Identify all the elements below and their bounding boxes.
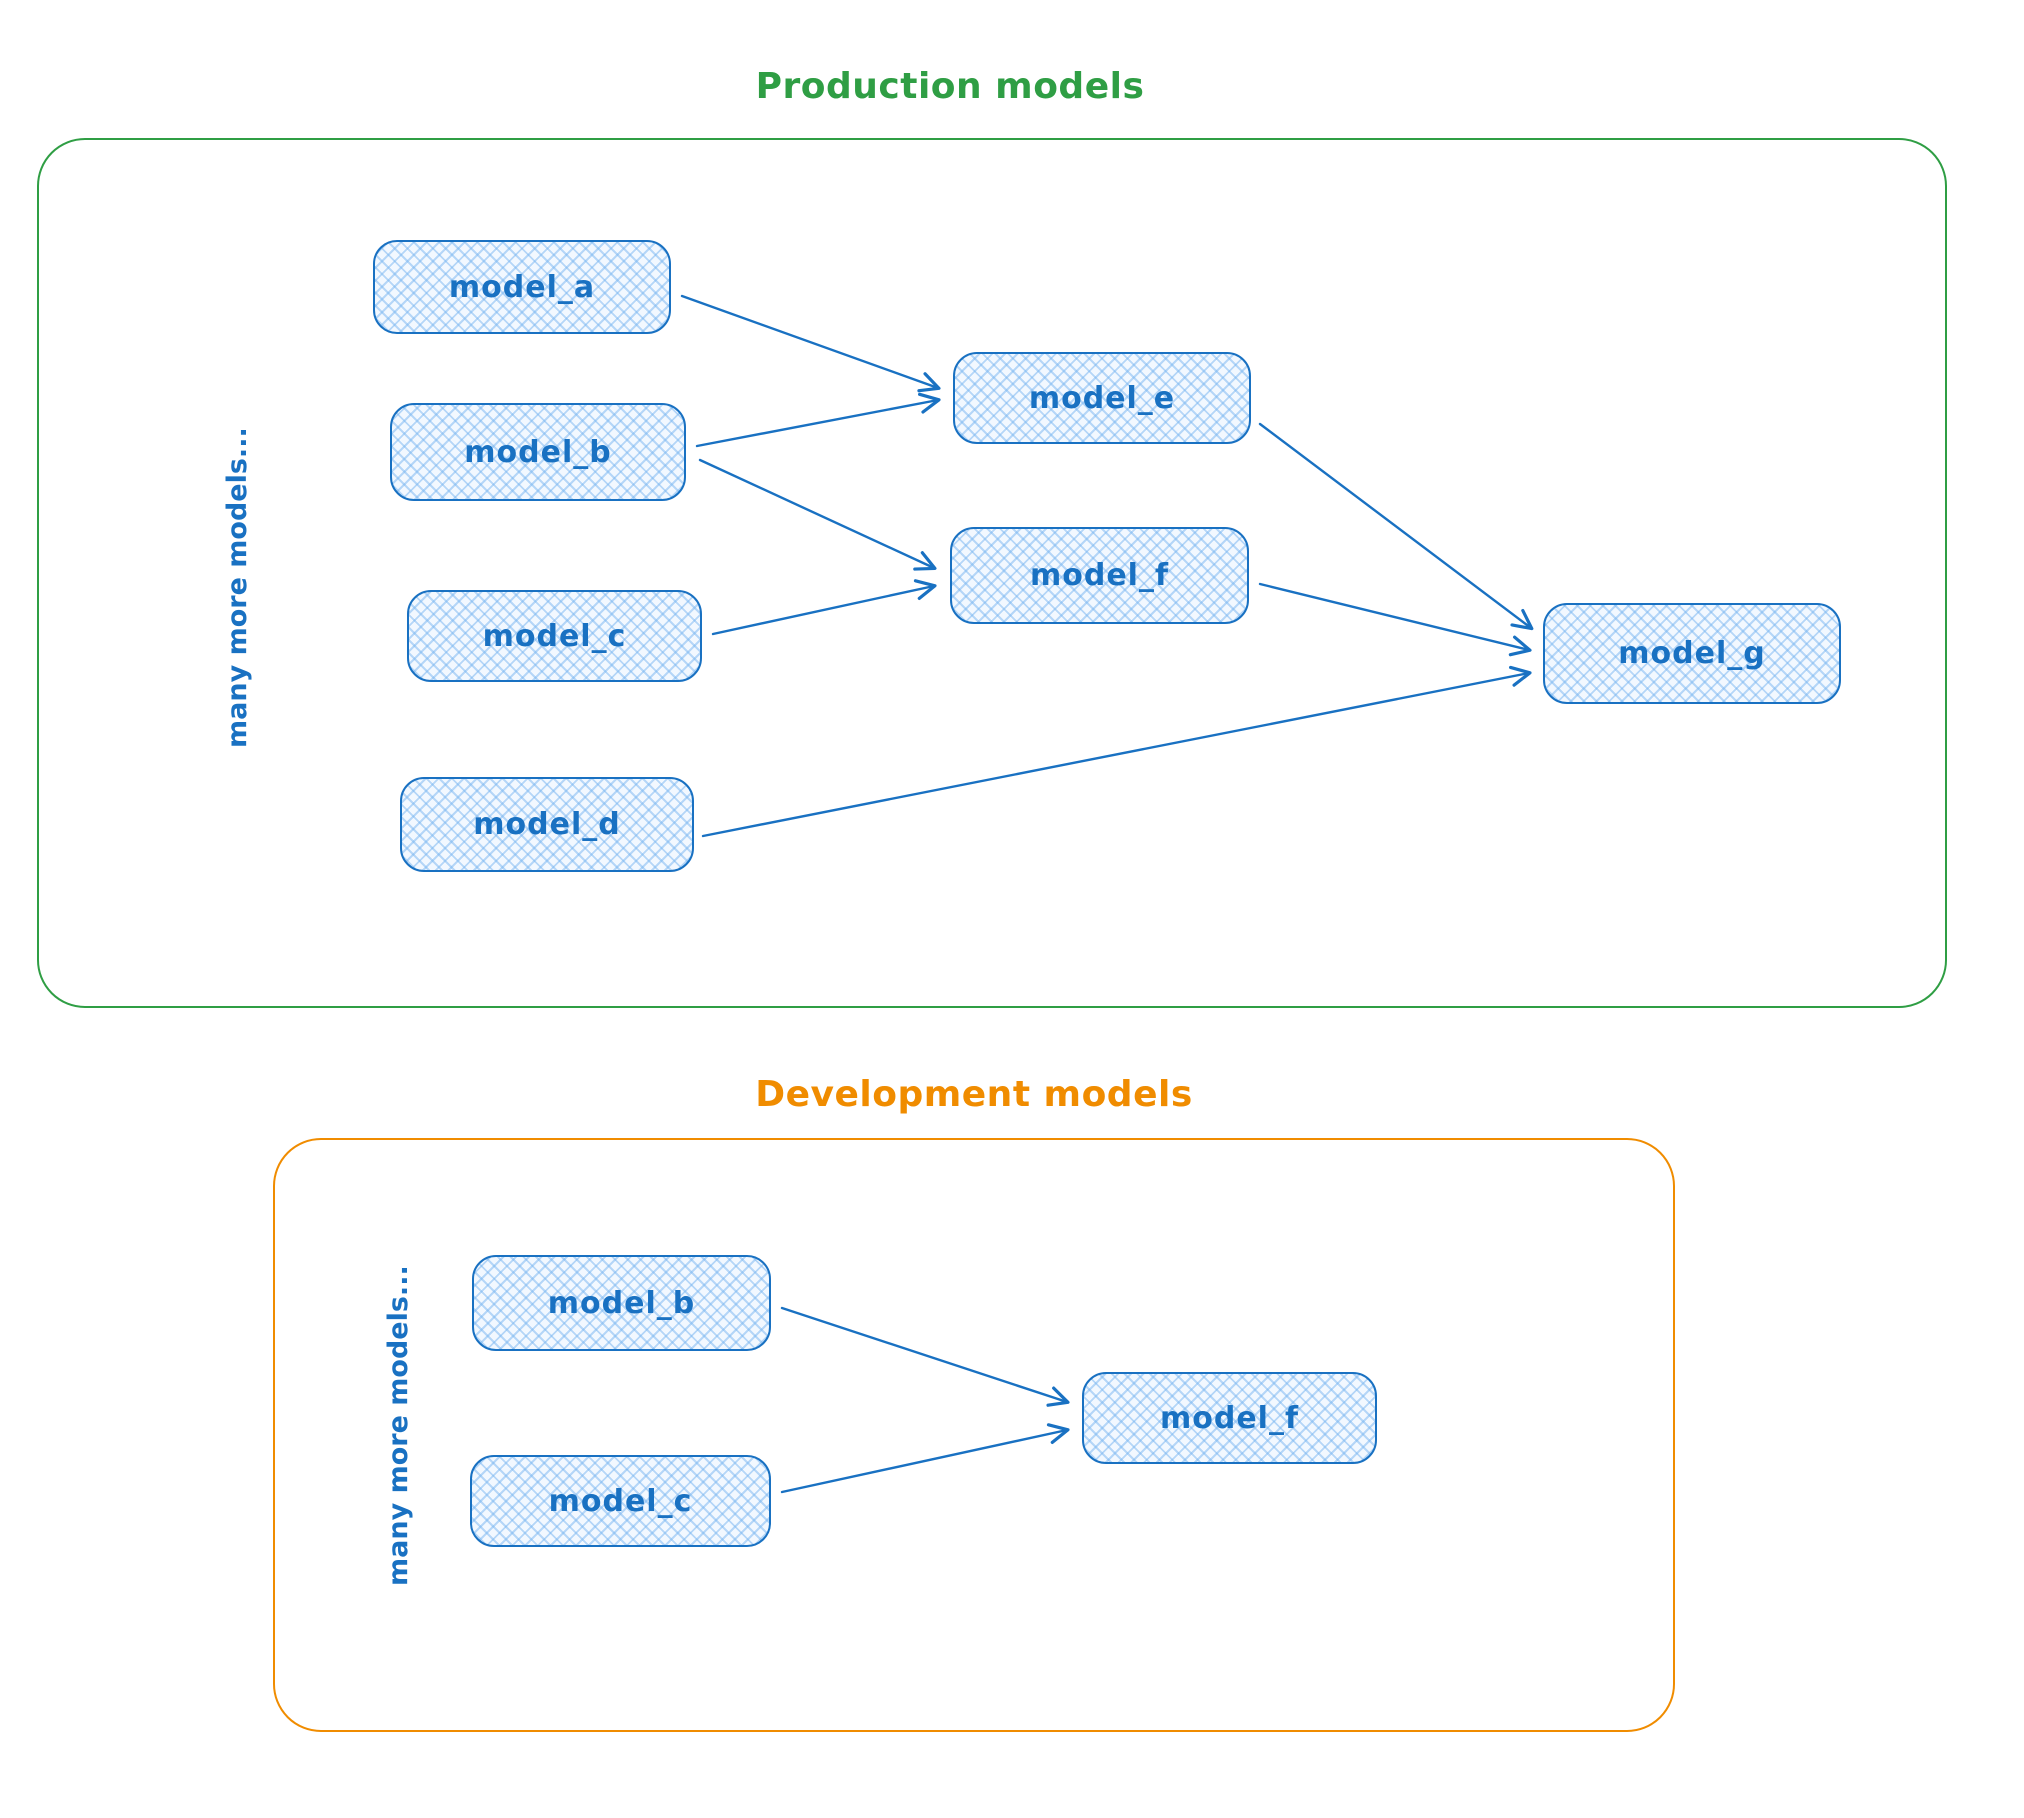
- node-dev-model-b: model_b: [472, 1255, 771, 1351]
- development-side-label: many more models...: [383, 1265, 414, 1586]
- node-model-e: model_e: [953, 352, 1251, 444]
- node-model-g: model_g: [1543, 603, 1841, 704]
- node-model-a-label: model_a: [448, 269, 596, 305]
- node-model-f: model_f: [950, 527, 1249, 624]
- development-section-frame: [273, 1138, 1675, 1732]
- node-dev-model-c-label: model_c: [548, 1483, 693, 1519]
- node-model-b-label: model_b: [464, 434, 612, 470]
- node-model-c-label: model_c: [482, 618, 627, 654]
- development-section-title: Development models: [755, 1074, 1193, 1115]
- node-dev-model-f-label: model_f: [1159, 1400, 1300, 1436]
- node-model-c: model_c: [407, 590, 702, 682]
- node-dev-model-b-label: model_b: [547, 1285, 696, 1321]
- production-section-frame: [37, 138, 1947, 1008]
- node-model-d: model_d: [400, 777, 694, 872]
- production-section-title: Production models: [755, 66, 1145, 107]
- production-side-label: many more models...: [222, 427, 253, 748]
- node-model-a: model_a: [373, 240, 671, 334]
- node-dev-model-f: model_f: [1082, 1372, 1377, 1464]
- node-model-g-label: model_g: [1618, 636, 1766, 671]
- node-model-d-label: model_d: [473, 807, 621, 842]
- node-model-f-label: model_f: [1029, 558, 1170, 593]
- node-dev-model-c: model_c: [470, 1455, 771, 1547]
- node-model-e-label: model_e: [1028, 380, 1176, 416]
- node-model-b: model_b: [390, 403, 686, 501]
